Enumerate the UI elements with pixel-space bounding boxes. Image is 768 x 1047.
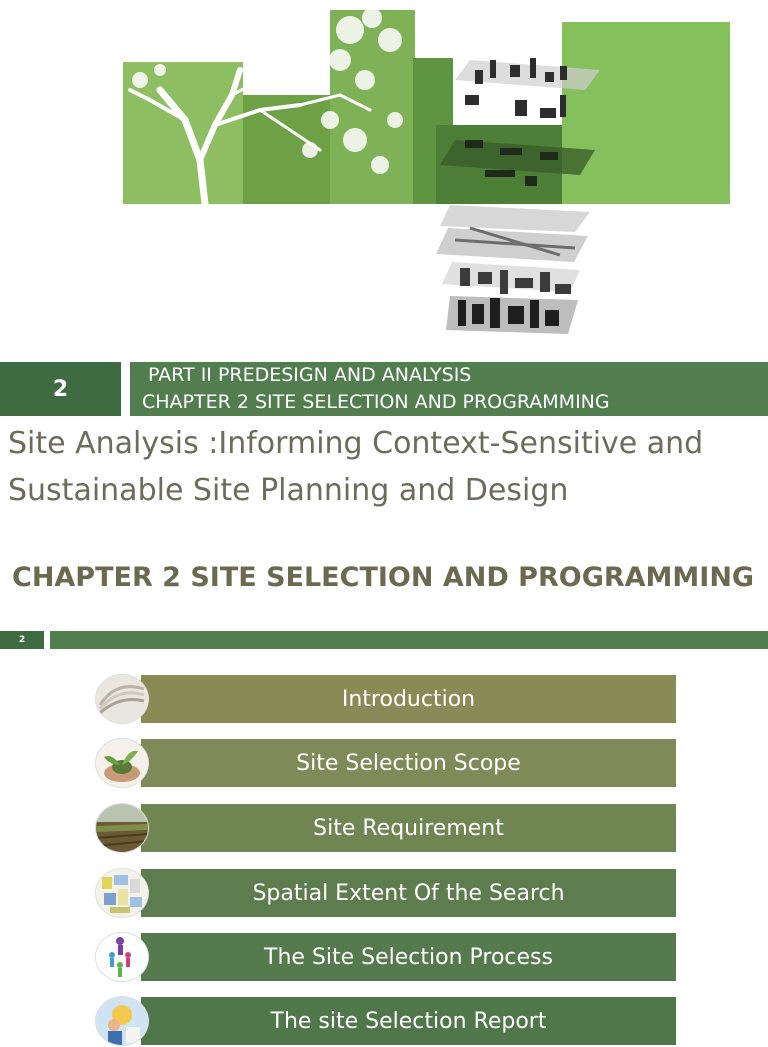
book-title-line1: Site Analysis :Informing Context-Sensiti… — [8, 426, 704, 461]
menu-pill[interactable]: The site Selection Report — [141, 997, 676, 1045]
part-line: PART II PREDESIGN AND ANALYSIS — [148, 364, 472, 386]
menu-item-introduction[interactable]: Introduction — [96, 675, 676, 725]
book-pages-icon — [96, 675, 148, 723]
field-landscape-icon — [96, 804, 148, 852]
menu-pill[interactable]: The Site Selection Process — [141, 933, 676, 981]
tree-foliage — [132, 8, 403, 174]
menu-item-label: Site Requirement — [313, 815, 504, 841]
menu-item-label: The Site Selection Process — [264, 944, 553, 970]
mini-slide-number: 2 — [0, 631, 44, 649]
menu-item-label: Spatial Extent Of the Search — [252, 880, 565, 906]
chapter-line: CHAPTER 2 SITE SELECTION AND PROGRAMMING — [142, 391, 610, 413]
menu-pill[interactable]: Introduction — [141, 675, 676, 723]
city-layers — [436, 58, 600, 334]
book-title: Site Analysis :Informing Context-Sensiti… — [8, 420, 763, 514]
menu-pill[interactable]: Site Requirement — [141, 804, 676, 852]
report-person-icon — [96, 997, 148, 1045]
menu-item-spatial-extent[interactable]: Spatial Extent Of the Search — [96, 869, 676, 919]
slide-number: 2 — [52, 376, 69, 402]
part-chapter-banner: PART II PREDESIGN AND ANALYSIS CHAPTER 2… — [130, 362, 768, 416]
tree-silhouette — [128, 67, 372, 208]
menu-item-label: Introduction — [341, 686, 476, 712]
menu-item-site-selection-scope[interactable]: Site Selection Scope — [96, 739, 676, 789]
chapter-heading: CHAPTER 2 SITE SELECTION AND PROGRAMMING — [12, 562, 755, 593]
menu-item-site-selection-report[interactable]: The site Selection Report — [96, 997, 676, 1047]
slide-number-badge: 2 — [0, 362, 121, 416]
menu-item-label: The site Selection Report — [270, 1008, 547, 1034]
menu-item-site-requirement[interactable]: Site Requirement — [96, 804, 676, 854]
menu-pill[interactable]: Site Selection Scope — [141, 739, 676, 787]
menu-item-site-selection-process[interactable]: The Site Selection Process — [96, 933, 676, 983]
people-figures-icon — [96, 933, 148, 981]
divider-bar — [50, 631, 768, 649]
green-block — [562, 22, 730, 204]
plant-in-hands-icon — [96, 739, 148, 787]
hero-illustration — [123, 8, 730, 334]
menu-pill[interactable]: Spatial Extent Of the Search — [141, 869, 676, 917]
menu-item-label: Site Selection Scope — [296, 750, 521, 776]
map-grid-icon — [96, 869, 148, 917]
book-title-line2: Sustainable Site Planning and Design — [8, 473, 569, 508]
